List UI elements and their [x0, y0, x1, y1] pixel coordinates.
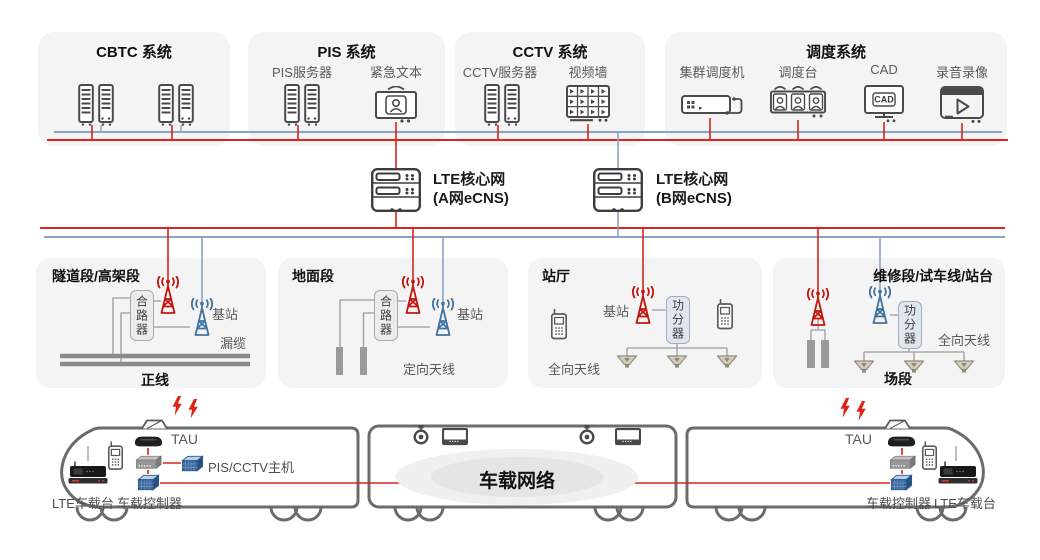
- server-icon: [158, 84, 194, 126]
- bts-antenna-red-icon: [156, 276, 180, 314]
- ceiling-antenna-icon: [716, 355, 738, 369]
- server-icon: [78, 84, 114, 126]
- hall-section-title: 站厅: [542, 268, 570, 284]
- roof-antenna-icon: [141, 419, 168, 429]
- section-connectors: [87, 297, 965, 461]
- onboard-switch-icon: [889, 455, 916, 469]
- train-wheels: [75, 506, 968, 522]
- lte-core-a-name: LTE核心网: [433, 171, 506, 188]
- controller-label-left: 车载控制器: [117, 496, 183, 511]
- pis-system-title: PIS 系统: [317, 44, 376, 61]
- combiner-box: 合路器: [130, 290, 154, 341]
- pis-server-label: PIS服务器: [272, 65, 332, 80]
- trunking-dispatcher-icon: [681, 95, 743, 116]
- video-wall-label: 视频墙: [568, 65, 608, 80]
- panel-cbtc-system: [38, 32, 230, 146]
- depot-section-title: 维修段/试车线/站台: [873, 268, 993, 284]
- cad-label: CAD: [870, 62, 898, 77]
- bts-antenna-blue-icon: [868, 286, 892, 324]
- ceiling-antenna-icon: [616, 355, 638, 369]
- tunnel-bts-label: 基站: [212, 307, 239, 322]
- train-car-left: [60, 426, 360, 509]
- dispatch-console-icon: [770, 85, 826, 119]
- trunking-dispatcher-label: 集群调度机: [679, 65, 745, 80]
- video-wall-icon: [566, 85, 610, 123]
- lte-core-a-net: (A网eCNS): [433, 190, 509, 207]
- cad-screen-text: CAD: [874, 95, 894, 105]
- directional-antenna-label: 定向天线: [403, 362, 456, 377]
- recorder-icon: [940, 86, 984, 124]
- cab-radio-label-right: LTE车载台: [934, 496, 996, 511]
- dispatch-system-title: 调度系统: [805, 44, 866, 61]
- main-line-label: 正线: [141, 372, 169, 388]
- panel-pis-system: [248, 32, 445, 146]
- cbtc-system-title: CBTC 系统: [96, 44, 172, 61]
- bts-antenna-blue-icon: [190, 298, 214, 336]
- depot-yard-label: 场段: [884, 371, 912, 387]
- ceiling-antenna-icon: [953, 360, 975, 374]
- train-red-links: [147, 448, 903, 474]
- tau-device-icon: [887, 436, 916, 447]
- cctv-server-icon: [484, 84, 520, 126]
- onboard-display-icon: [442, 428, 468, 446]
- lte-core-b-net: (B网eCNS): [656, 190, 732, 207]
- lte-core-a-icon: [371, 168, 421, 212]
- onboard-controller-icon: [137, 474, 160, 491]
- ceiling-antenna-icon: [853, 360, 875, 374]
- splitter-box: 功分器: [666, 296, 690, 344]
- pis-server-icon: [284, 84, 320, 126]
- emergency-text-label: 紧急文本: [369, 65, 422, 80]
- tau-label-left: TAU: [171, 431, 198, 447]
- onboard-network-label: 车载网络: [478, 471, 555, 492]
- blue-stubs-top: [100, 125, 182, 132]
- lightning-icon: [840, 398, 850, 418]
- handset-icon: [922, 441, 937, 470]
- lightning-icon: [188, 399, 198, 419]
- hall-omni-antenna-label: 全向天线: [548, 362, 601, 377]
- bts-antenna-red-icon: [401, 276, 425, 314]
- blue-drops-sections: [201, 237, 881, 304]
- leaky-cable-label: 漏缆: [220, 336, 247, 351]
- ceiling-antenna-icon: [666, 355, 688, 369]
- onboard-switch-icon: [135, 455, 162, 469]
- roof-antenna-icon: [884, 419, 911, 429]
- dispatch-console-label: 调度台: [778, 65, 818, 80]
- splitter-box: 功分器: [898, 301, 922, 349]
- tau-device-icon: [134, 436, 163, 447]
- ground-section-title: 地面段: [292, 268, 334, 284]
- onboard-network-ellipse-inner: [431, 457, 603, 497]
- lightning-icon: [172, 396, 182, 416]
- tunnel-section-title: 隧道段/高架段: [52, 268, 140, 284]
- combiner-box: 合路器: [374, 290, 398, 341]
- lightning-icon: [856, 401, 866, 421]
- tau-label-right: TAU: [845, 431, 872, 447]
- bts-antenna-red-icon: [631, 286, 655, 324]
- cctv-system-title: CCTV 系统: [512, 44, 588, 61]
- red-drops-top: [91, 118, 963, 228]
- pis-cctv-host-label: PIS/CCTV主机: [208, 460, 294, 475]
- pis-cctv-host-icon: [181, 455, 204, 472]
- recorder-label: 录音录像: [935, 65, 988, 80]
- red-drops-sections: [167, 228, 819, 294]
- leaky-cables: [60, 353, 250, 367]
- cctv-server-label: CCTV服务器: [462, 65, 538, 80]
- lte-core-a-label: LTE核心网 (A网eCNS): [433, 170, 509, 208]
- onboard-display-icon: [615, 428, 641, 446]
- lte-core-b-label: LTE核心网 (B网eCNS): [656, 170, 732, 208]
- directional-antenna-bars: [336, 340, 829, 375]
- emergency-text-icon: [375, 86, 417, 124]
- ground-bts-label: 基站: [457, 307, 484, 322]
- handset-icon: [551, 308, 567, 340]
- lte-core-b-icon: [593, 168, 643, 212]
- lte-core-b-name: LTE核心网: [656, 171, 729, 188]
- cab-radio-label-left: LTE车载台: [52, 496, 114, 511]
- bts-antenna-blue-icon: [431, 298, 455, 336]
- depot-omni-antenna-label: 全向天线: [938, 333, 991, 348]
- onboard-controller-icon: [890, 474, 913, 491]
- handset-icon: [108, 441, 123, 470]
- handset-icon: [717, 298, 733, 330]
- controller-label-right: 车载控制器: [866, 496, 932, 511]
- hall-bts-label: 基站: [603, 304, 630, 319]
